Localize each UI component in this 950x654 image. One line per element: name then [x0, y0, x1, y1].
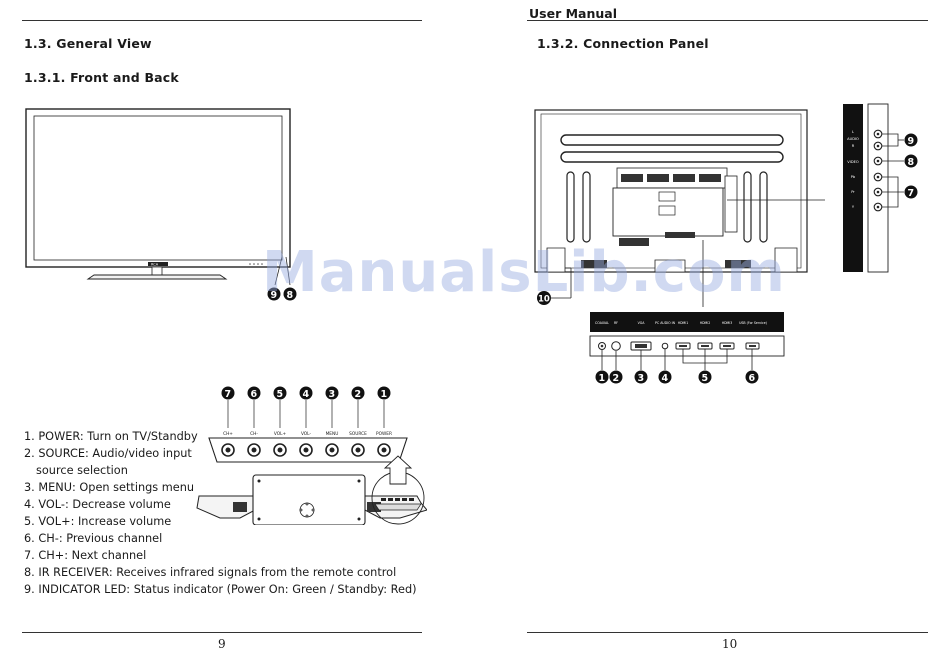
section-heading: 1.3. General View [24, 36, 152, 51]
tv-back-illustration: 10 [534, 109, 825, 307]
side-label-y: Y [852, 205, 855, 209]
label-ch-minus: CH- [250, 431, 258, 437]
side-label-pr: Pr [851, 190, 855, 194]
tv-front-illustration: RCA 9 8 [25, 108, 297, 301]
callout-4-rear: 4 [662, 373, 669, 384]
side-label-pb: Pb [851, 175, 856, 179]
label-vol-plus: VOL+ [274, 431, 287, 437]
rear-label-hdmi3: HDMI3 [722, 321, 733, 325]
callout-6-rear: 6 [749, 373, 756, 384]
manual-header: User Manual [529, 6, 617, 21]
tv-logo: RCA [151, 263, 159, 267]
rear-label-hdmi2: HDMI2 [700, 321, 711, 325]
desc-vol-minus: 4. VOL-: Decrease volume [24, 498, 171, 511]
side-label-l: L [852, 130, 854, 134]
button-labels: CH+ CH- VOL+ VOL- MENU SOURCE POWER [223, 431, 392, 437]
callout-3-rear: 3 [638, 373, 645, 384]
callout-9-side: 9 [908, 136, 915, 147]
button-panel-illustration: 7 6 5 4 3 2 1 CH+ CH- VOL+ VOL- MENU SOU… [196, 386, 427, 525]
desc-power: 1. POWER: Turn on TV/Standby [24, 430, 198, 443]
rear-label-vga: VGA [638, 321, 646, 325]
callout-2-rear: 2 [613, 373, 620, 384]
page-number-right: 10 [722, 637, 738, 651]
top-rule-right [527, 20, 928, 21]
side-connector-panel: L AUDIO R VIDEO Pb Pr Y 9 8 7 [843, 103, 918, 273]
side-label-video: VIDEO [847, 160, 859, 164]
desc-ch-plus: 7. CH+: Next channel [24, 549, 147, 562]
bottom-rule-left [22, 632, 422, 633]
desc-ch-minus: 6. CH-: Previous channel [24, 532, 163, 545]
callout-9-front: 9 [271, 290, 278, 301]
side-label-audio: AUDIO [847, 137, 859, 141]
label-source: SOURCE [349, 431, 367, 437]
tv-logo-mark [148, 262, 168, 266]
callout-7: 7 [225, 389, 232, 400]
side-label-r: R [852, 144, 855, 148]
label-power: POWER [376, 431, 392, 437]
rear-connector-panel: COAXIAL RF VGA PC AUDIO IN HDMI1 HDMI2 H… [589, 312, 785, 384]
callout-5-rear: 5 [702, 373, 709, 384]
callout-5: 5 [277, 389, 284, 400]
button-descriptions: 1. POWER: Turn on TV/Standby 2. SOURCE: … [24, 428, 417, 598]
watermark: ManualsLib.com [262, 240, 786, 305]
desc-source: 2. SOURCE: Audio/video input [24, 447, 192, 460]
callout-8-front: 8 [287, 290, 294, 301]
rear-label-pc-audio: PC AUDIO IN [655, 321, 676, 325]
callout-1-rear: 1 [599, 373, 606, 384]
desc-vol-plus: 5. VOL+: Increase volume [24, 515, 172, 528]
connection-panel-heading: 1.3.2. Connection Panel [537, 36, 709, 51]
label-menu: MENU [326, 431, 339, 437]
callout-7-side: 7 [908, 188, 915, 199]
callout-3: 3 [329, 389, 336, 400]
rear-label-rf: RF [614, 321, 618, 325]
rear-label-hdmi1: HDMI1 [678, 321, 689, 325]
desc-ir-receiver: 8. IR RECEIVER: Receives infrared signal… [24, 566, 397, 579]
callout-10: 10 [538, 295, 550, 305]
bottom-rule-right [527, 632, 928, 633]
rear-label-coaxial: COAXIAL [595, 321, 609, 325]
callout-2: 2 [355, 389, 362, 400]
callout-6: 6 [251, 389, 258, 400]
callout-1: 1 [381, 389, 388, 400]
callout-8-side: 8 [908, 157, 915, 168]
label-vol-minus: VOL- [301, 431, 312, 437]
top-rule-left [22, 20, 422, 21]
label-ch-plus: CH+ [223, 431, 233, 437]
button-callouts: 7 6 5 4 3 2 1 [221, 386, 391, 400]
page-number-left: 9 [218, 637, 226, 651]
desc-indicator-led: 9. INDICATOR LED: Status indicator (Powe… [24, 583, 417, 596]
rear-label-usb: USB (For Service) [739, 321, 767, 325]
desc-source-cont: source selection [36, 464, 128, 477]
callout-4: 4 [303, 389, 310, 400]
desc-menu: 3. MENU: Open settings menu [24, 481, 195, 494]
front-back-heading: 1.3.1. Front and Back [24, 70, 179, 85]
